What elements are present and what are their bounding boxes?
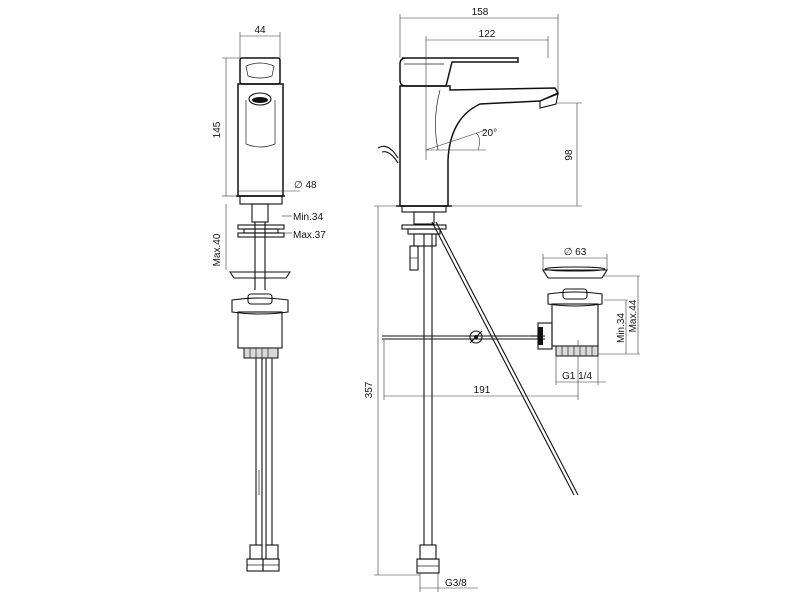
dim-waste-min: Min.34: [616, 313, 627, 343]
side-popup-rod: [381, 151, 399, 164]
front-view: 44 145 ∅ 48 Min.34 Max.37 Max.40: [212, 25, 326, 572]
side-drain-rod: [431, 221, 575, 496]
front-waste-flange: [228, 271, 292, 279]
dim-waste-thread: G1 1/4: [562, 371, 592, 382]
front-handle: [239, 57, 281, 85]
dim-side-angle: 20°: [482, 128, 497, 139]
dim-waste-diameter: ∅ 63: [564, 247, 587, 258]
side-hose-fitting: [419, 544, 437, 560]
waste-body: [551, 303, 599, 347]
dim-front-height: 145: [212, 121, 223, 138]
side-handle: [399, 57, 519, 87]
front-aerator: [248, 92, 272, 106]
side-rod-clamp: [469, 330, 483, 344]
dim-front-diameter: ∅ 48: [294, 180, 317, 191]
dim-side-height: 98: [564, 149, 575, 161]
front-handle-grip: [245, 62, 275, 79]
dim-front-max-40: Max.40: [212, 233, 223, 266]
side-body-spout: [399, 85, 560, 207]
dim-side-hose-length: 357: [364, 381, 375, 398]
front-waste-thread: [243, 347, 279, 359]
dim-waste-max: Max.44: [628, 299, 639, 332]
front-hose-fitting-left: [249, 544, 263, 560]
dim-side-thread: G3/8: [445, 578, 467, 589]
dim-front-width: 44: [254, 25, 266, 36]
dim-front-max-37: Max.37: [293, 230, 326, 241]
dim-side-reach: 122: [479, 29, 496, 40]
side-view: 158 122 20° 98 357 191 G3/8: [364, 7, 582, 592]
waste-detail: ∅ 63 Min.34 Max.44 G1 1/4: [530, 247, 640, 385]
dim-front-min: Min.34: [293, 212, 323, 223]
side-aerator: [539, 93, 559, 109]
dim-side-rod-reach: 191: [474, 385, 491, 396]
dim-side-overall: 158: [472, 7, 489, 18]
waste-flange: [542, 269, 608, 279]
waste-thread: [555, 345, 599, 357]
front-hose-fitting-right: [265, 544, 279, 560]
